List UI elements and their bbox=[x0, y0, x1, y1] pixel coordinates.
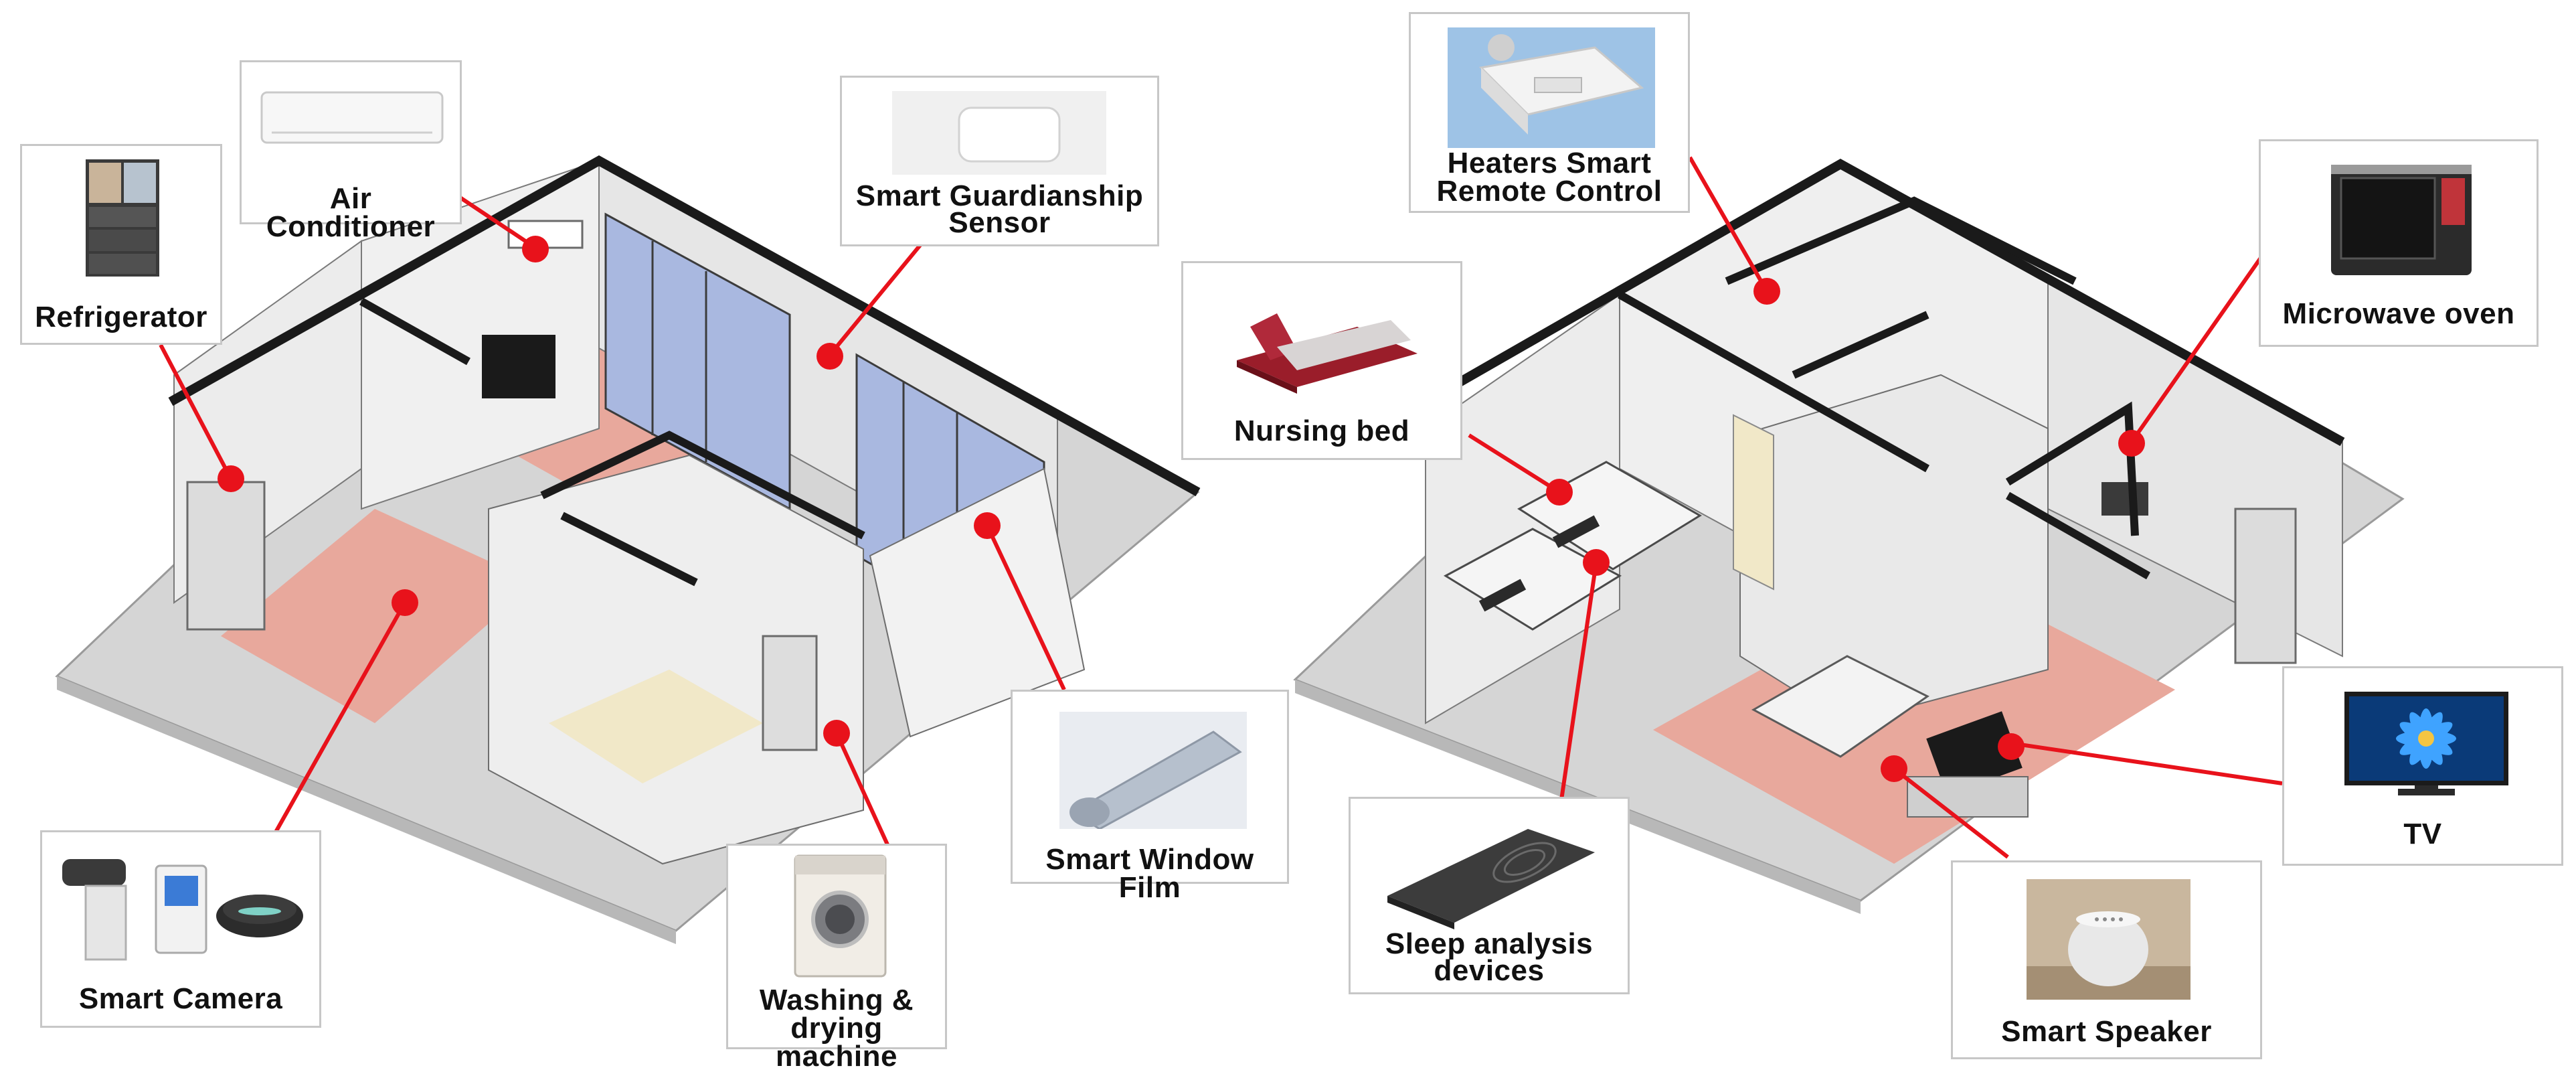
callout-line-sleep bbox=[1557, 562, 1598, 814]
dot-window-film bbox=[974, 512, 1001, 539]
left-fridge-shape bbox=[186, 481, 266, 631]
callout-line-microwave bbox=[2130, 250, 2267, 443]
left-outer-wall bbox=[168, 155, 1201, 497]
callout-line-tv bbox=[2010, 741, 2283, 785]
tv-caption: TV bbox=[2403, 818, 2442, 850]
left-tv-shape bbox=[482, 335, 555, 398]
right-bed-1 bbox=[1443, 528, 1622, 631]
right-sofa bbox=[1751, 655, 1929, 758]
smart-camera-label-box: Smart Camera bbox=[40, 830, 321, 1028]
dot-sleep bbox=[1583, 549, 1610, 576]
left-floor-slab-edge bbox=[57, 676, 676, 944]
smart-speaker-caption: Smart Speaker bbox=[2001, 1015, 2212, 1048]
sleep-caption-line2: devices bbox=[1434, 954, 1545, 987]
washing-machine-label-box: Washing & drying machine bbox=[726, 844, 947, 1071]
left-bathroom-block bbox=[488, 454, 864, 865]
dot-air-conditioner bbox=[522, 236, 549, 262]
right-mattress-band bbox=[1552, 515, 1600, 548]
washing-machine-icon bbox=[794, 854, 887, 978]
tv-icon bbox=[2344, 692, 2508, 795]
left-inner-wall-c bbox=[560, 512, 698, 587]
air-conditioner-icon bbox=[260, 91, 444, 144]
right-outer-wall bbox=[1423, 158, 2345, 447]
refrigerator-caption: Refrigerator bbox=[35, 301, 207, 333]
guardianship-caption-line1: Smart Guardianship bbox=[855, 179, 1144, 212]
window-film-icon bbox=[1059, 712, 1247, 829]
callout-line-camera bbox=[269, 601, 407, 842]
guardianship-sensor-icon bbox=[892, 91, 1106, 175]
nursing-bed-icon bbox=[1237, 313, 1418, 394]
air-conditioner-caption: Air Conditioner bbox=[266, 182, 436, 243]
callout-dots bbox=[218, 236, 2145, 782]
dot-guardianship bbox=[817, 343, 843, 370]
callout-line-window-film bbox=[985, 524, 1066, 691]
nursing-bed-label-box: Nursing bed bbox=[1181, 261, 1462, 460]
left-washer-shape bbox=[762, 635, 818, 751]
smart-camera-caption: Smart Camera bbox=[78, 982, 283, 1015]
left-bath-floor bbox=[549, 670, 763, 783]
heaters-remote-label-box: Heaters Smart Remote Control bbox=[1409, 12, 1690, 213]
window-film-caption: Smart Window Film bbox=[1045, 843, 1254, 904]
dot-microwave bbox=[2118, 430, 2145, 457]
left-inner-wall-b bbox=[540, 431, 865, 540]
callout-line-speaker bbox=[1893, 767, 2009, 859]
microwave-icon bbox=[2331, 165, 2472, 275]
callout-line-air-conditioner bbox=[454, 192, 537, 250]
tv-label-box: TV bbox=[2282, 666, 2563, 866]
right-inner-wall-e bbox=[2006, 491, 2150, 580]
sleep-analysis-label-box: Sleep analysis devices bbox=[1349, 797, 1630, 994]
refrigerator-icon bbox=[86, 159, 159, 277]
heaters-caption-line2: Remote Control bbox=[1436, 175, 1662, 208]
callout-line-washer bbox=[835, 732, 892, 852]
right-inner-wall-d bbox=[2005, 401, 2139, 536]
sleep-analysis-icon bbox=[1387, 829, 1595, 929]
dot-camera bbox=[392, 589, 418, 616]
air-conditioner-label-box: Air Conditioner bbox=[240, 60, 462, 242]
right-door bbox=[1733, 414, 1774, 591]
left-pink-floor-main bbox=[221, 509, 535, 723]
heaters-caption-line1: Heaters Smart bbox=[1447, 147, 1652, 179]
washing-caption-line1: Washing & bbox=[759, 984, 914, 1016]
washing-caption-line2: drying machine bbox=[775, 1012, 897, 1073]
guardianship-sensor-label-box: Smart Guardianship Sensor bbox=[840, 76, 1159, 246]
right-center-block bbox=[1739, 374, 2049, 724]
left-apartment-floorplan bbox=[55, 155, 1201, 944]
dot-tv bbox=[1998, 733, 2025, 760]
dot-refrigerator bbox=[218, 465, 244, 492]
left-inner-wall-a bbox=[359, 297, 470, 366]
callout-line-refrigerator bbox=[159, 343, 233, 480]
right-mattress-band-2 bbox=[1478, 579, 1527, 612]
dot-nursing-bed bbox=[1546, 479, 1573, 506]
sleep-caption-line1: Sleep analysis bbox=[1385, 927, 1594, 960]
left-bed-block bbox=[869, 467, 1086, 738]
microwave-label-box: Microwave oven bbox=[2259, 139, 2539, 347]
callout-lines bbox=[159, 156, 2283, 859]
refrigerator-label-box: Refrigerator bbox=[20, 144, 222, 345]
guardianship-caption-line2: Sensor bbox=[948, 206, 1051, 239]
callout-line-heaters bbox=[1688, 156, 1769, 293]
smart-speaker-label-box: Smart Speaker bbox=[1951, 860, 2262, 1059]
dot-speaker bbox=[1881, 755, 1907, 782]
dot-washer bbox=[823, 720, 850, 747]
right-inner-wall-b bbox=[1725, 196, 2077, 285]
right-tv-shape bbox=[1926, 711, 2023, 795]
smart-speaker-icon bbox=[2027, 879, 2191, 1000]
right-inner-wall-c bbox=[1792, 311, 1929, 379]
heater-remote-icon bbox=[1448, 27, 1655, 148]
window-film-label-box: Smart Window Film bbox=[1011, 690, 1289, 903]
right-microwave-shape bbox=[2101, 482, 2148, 516]
right-tv-stand bbox=[1907, 776, 2029, 818]
right-fridge-shape bbox=[2234, 508, 2297, 664]
right-inner-wall-a bbox=[1618, 291, 1929, 473]
nursing-bed-caption: Nursing bed bbox=[1233, 414, 1410, 447]
callout-line-nursing-bed bbox=[1468, 433, 1561, 494]
dot-heaters bbox=[1753, 278, 1780, 305]
smart-camera-icon bbox=[62, 859, 303, 961]
microwave-caption: Microwave oven bbox=[2282, 297, 2515, 330]
callout-line-guardianship bbox=[828, 240, 926, 356]
